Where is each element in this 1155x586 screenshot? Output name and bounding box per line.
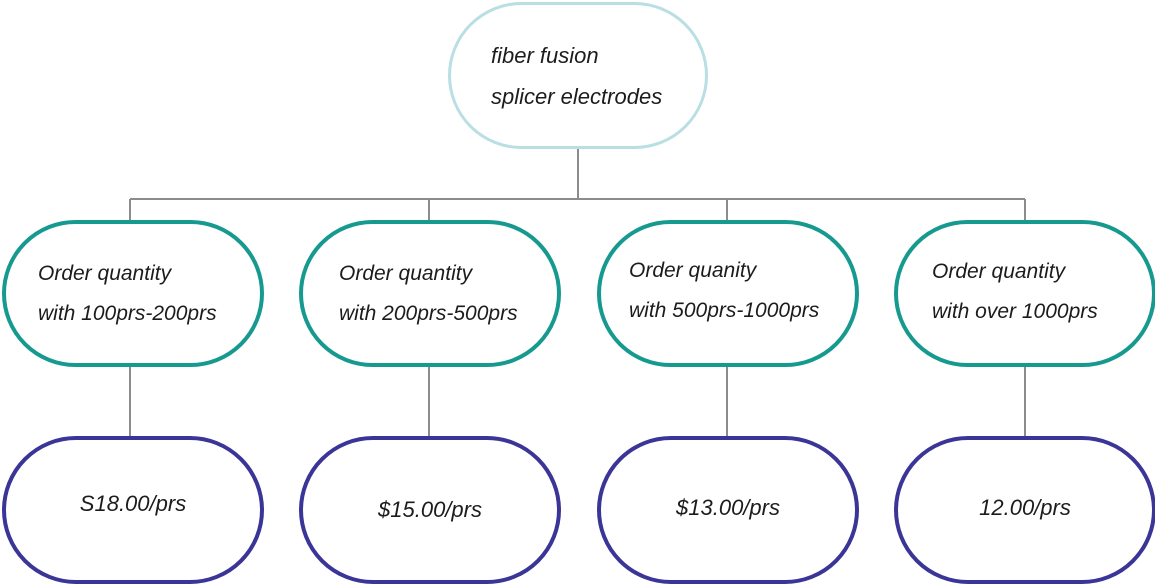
- quantity-label-line-1: Order quantity: [339, 261, 473, 285]
- price-node-tier-1: S18.00/prs: [2, 436, 264, 584]
- quantity-label-line-1: Order quantity: [38, 261, 172, 285]
- price-label: $13.00/prs: [676, 495, 780, 520]
- price-node-tier-4: 12.00/prs: [894, 436, 1155, 584]
- price-label: S18.00/prs: [79, 491, 187, 516]
- quantity-label-line-2: with over 1000prs: [932, 299, 1098, 323]
- price-label: 12.00/prs: [979, 495, 1071, 520]
- quantity-label-line-2: with 200prs-500prs: [339, 301, 518, 325]
- root-node-product: fiber fusion splicer electrodes: [448, 2, 708, 149]
- price-label: $15.00/prs: [378, 497, 482, 522]
- quantity-label-line-1: Order quanity: [629, 258, 757, 282]
- quantity-label-line-2: with 100prs-200prs: [38, 301, 217, 325]
- quantity-label-line-1: Order quantity: [932, 259, 1066, 283]
- quantity-node-tier-3: Order quanity with 500prs-1000prs: [597, 220, 859, 367]
- price-node-tier-3: $13.00/prs: [597, 436, 859, 584]
- root-label-line-2: splicer electrodes: [491, 83, 663, 109]
- price-node-tier-2: $15.00/prs: [299, 436, 561, 584]
- quantity-node-tier-4: Order quantity with over 1000prs: [894, 220, 1155, 367]
- quantity-label-line-2: with 500prs-1000prs: [629, 298, 820, 322]
- quantity-node-tier-2: Order quantity with 200prs-500prs: [299, 220, 561, 367]
- quantity-node-tier-1: Order quantity with 100prs-200prs: [2, 220, 264, 367]
- root-label-line-1: fiber fusion: [491, 42, 599, 68]
